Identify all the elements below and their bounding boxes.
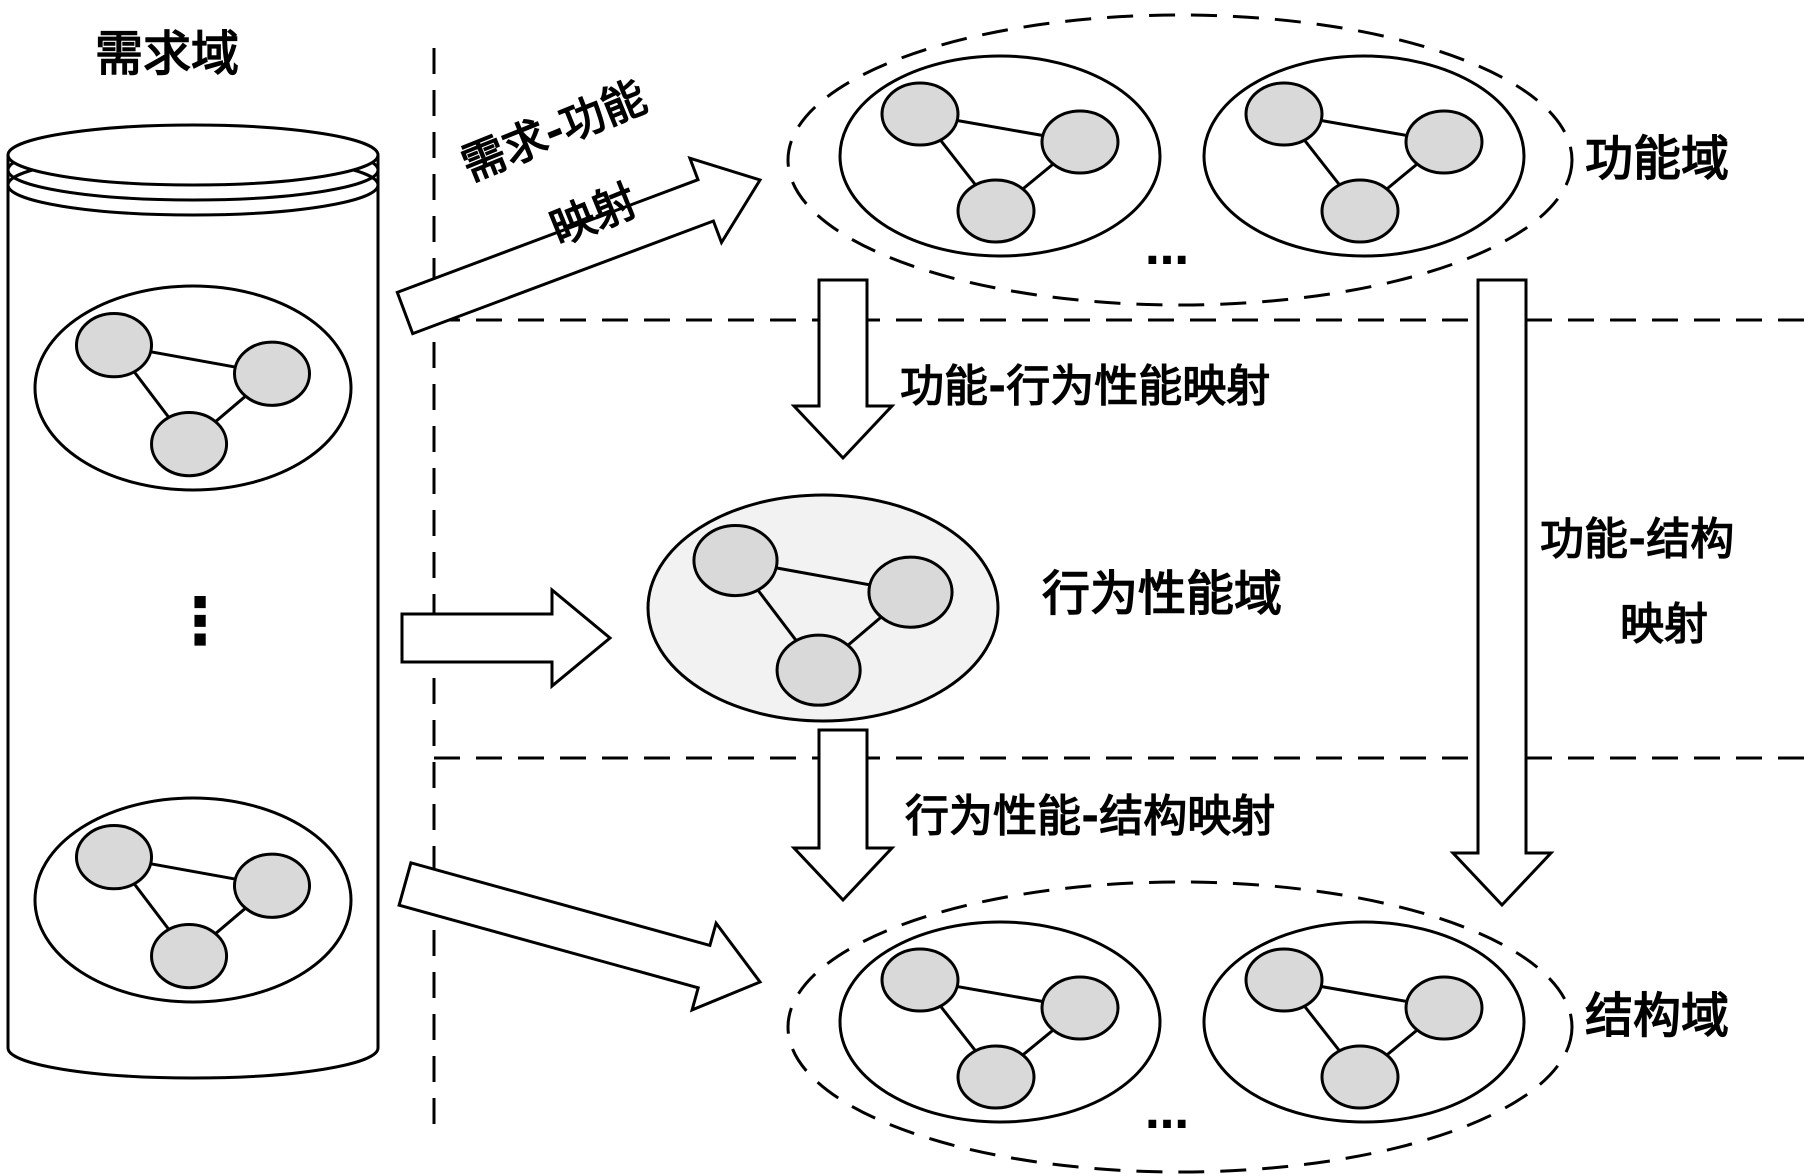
graph-node [1244, 947, 1324, 1013]
graph-node [1244, 81, 1324, 147]
graph-node [880, 947, 960, 1013]
graph-node [232, 852, 312, 919]
graph-node [867, 555, 954, 629]
ellipsis-function: … [1145, 224, 1189, 275]
graph-node [150, 922, 229, 990]
label-function-structure-line2: 映射 [1620, 599, 1708, 650]
graph-node [775, 633, 862, 707]
graph-node [692, 524, 779, 598]
arrow-demand-to-behavior [400, 586, 613, 690]
label-behavior-domain: 行为性能域 [1042, 566, 1283, 622]
arrow-demand-to-function [395, 155, 763, 336]
graph-node [1404, 975, 1484, 1041]
graph-node [880, 81, 960, 147]
graph-node [1040, 975, 1120, 1041]
graph-node [150, 410, 229, 478]
graph-node [74, 824, 154, 891]
function-domain-boundary [786, 13, 1574, 307]
label-behavior-structure-mapping: 行为性能-结构映射 [905, 791, 1276, 842]
graph-node [1320, 178, 1400, 244]
label-function-domain: 功能域 [1585, 131, 1730, 187]
label-demand-domain: 需求域 [95, 26, 240, 82]
graph-node [1040, 109, 1120, 175]
graph-node [956, 178, 1036, 244]
graph-node [74, 312, 154, 379]
ellipsis-structure: … [1145, 1088, 1189, 1139]
graph-node [1404, 109, 1484, 175]
ellipsis-demand: ⋮ [168, 585, 232, 659]
arrow-function-to-structure [1449, 278, 1555, 908]
demand-cylinder-top [6, 123, 380, 187]
graph-node [1320, 1044, 1400, 1110]
graph-node [956, 1044, 1036, 1110]
structure-domain-boundary [786, 880, 1574, 1174]
label-function-behavior-mapping: 功能-行为性能映射 [900, 361, 1271, 412]
arrow-behavior-to-structure [790, 728, 896, 903]
arrow-demand-to-structure [397, 860, 763, 1013]
label-structure-domain: 结构域 [1585, 988, 1730, 1044]
graph-node [232, 340, 312, 407]
arrow-function-to-behavior [790, 278, 896, 461]
label-function-structure-line1: 功能-结构 [1540, 514, 1735, 565]
